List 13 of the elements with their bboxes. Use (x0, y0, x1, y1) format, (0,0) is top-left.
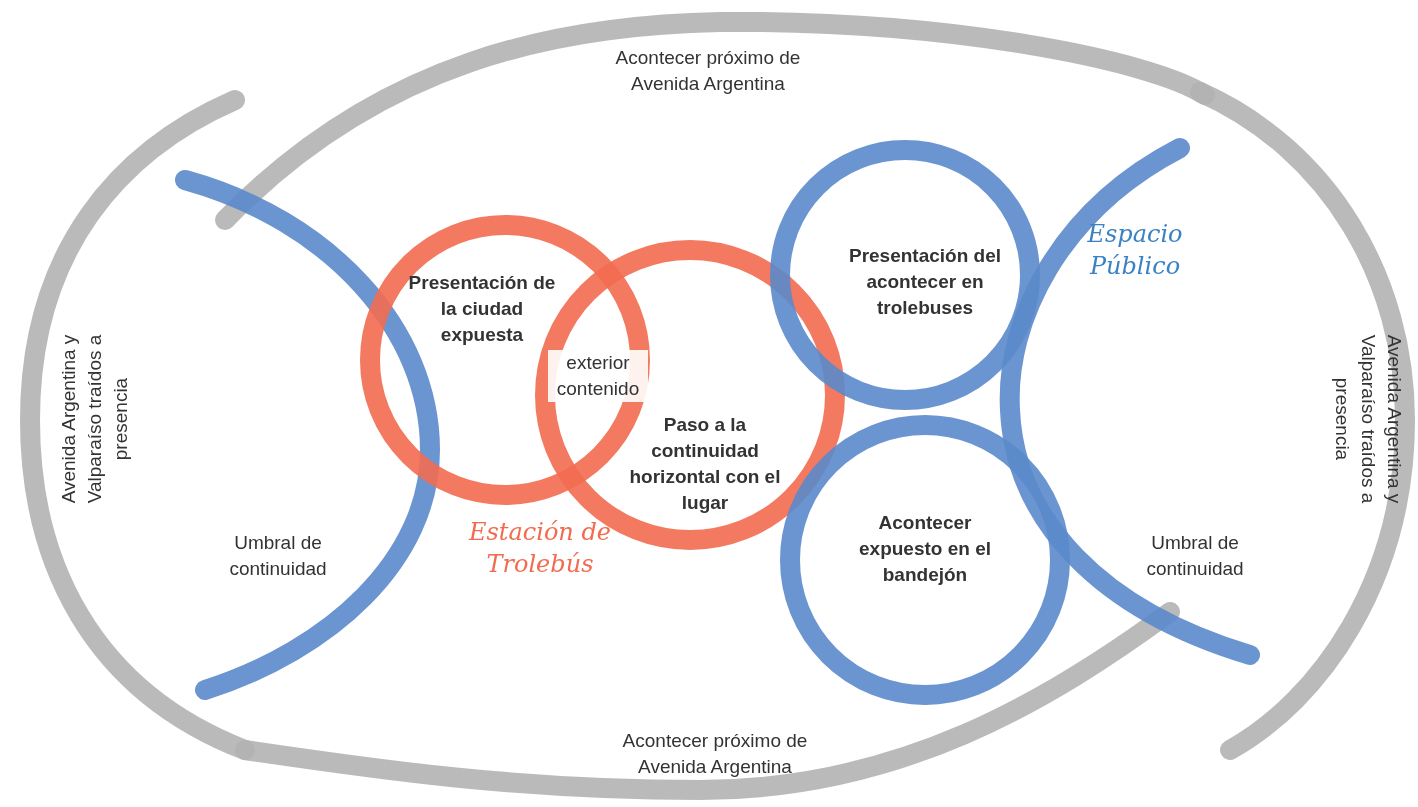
ring-label: Acontecer próximo de Avenida Argentina (614, 46, 802, 96)
area-label: Espacio Público (1086, 219, 1184, 282)
side-label: Avenida Argentina y Valparaíso traídos a presencia (1331, 333, 1406, 506)
threshold-label: Umbral de continuidad (228, 531, 328, 581)
overlap-label: exterior contenido (548, 350, 648, 402)
circle-label: Presentación de la ciudad expuesta (407, 271, 557, 347)
threshold-label: Umbral de continuidad (1145, 531, 1245, 581)
side-label: Avenida Argentina y Valparaíso traídos a presencia (57, 333, 132, 506)
circle-label: Acontecer expuesto en el bandejón (858, 511, 992, 587)
area-label: Estación de Trolebús (467, 517, 612, 580)
overlap-label: Paso a la continuidad horizontal con el lugar (628, 413, 782, 515)
ring-label: Acontecer próximo de Avenida Argentina (621, 729, 809, 779)
circle-label: Presentación del acontecer en trolebuses (847, 244, 1003, 320)
